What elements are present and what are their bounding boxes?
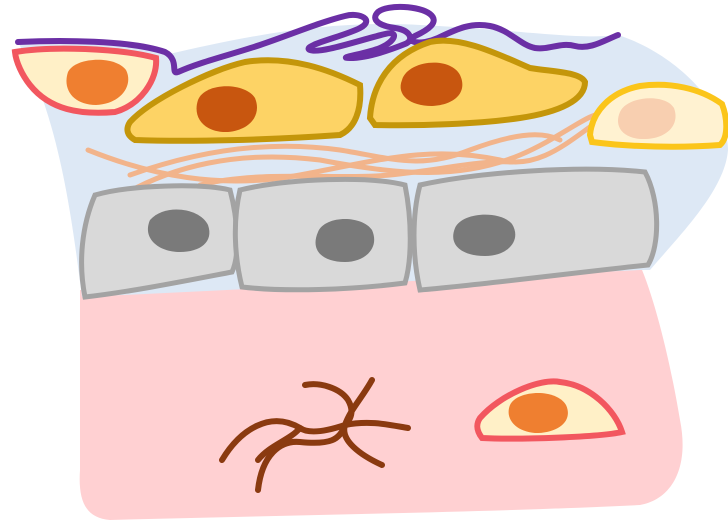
orange-nucleus [509,393,568,433]
red-outlined-cell-icon [15,49,156,113]
gray-nucleus [316,219,375,262]
gray-nucleus [453,215,515,256]
gray-cell-icon [235,179,410,289]
